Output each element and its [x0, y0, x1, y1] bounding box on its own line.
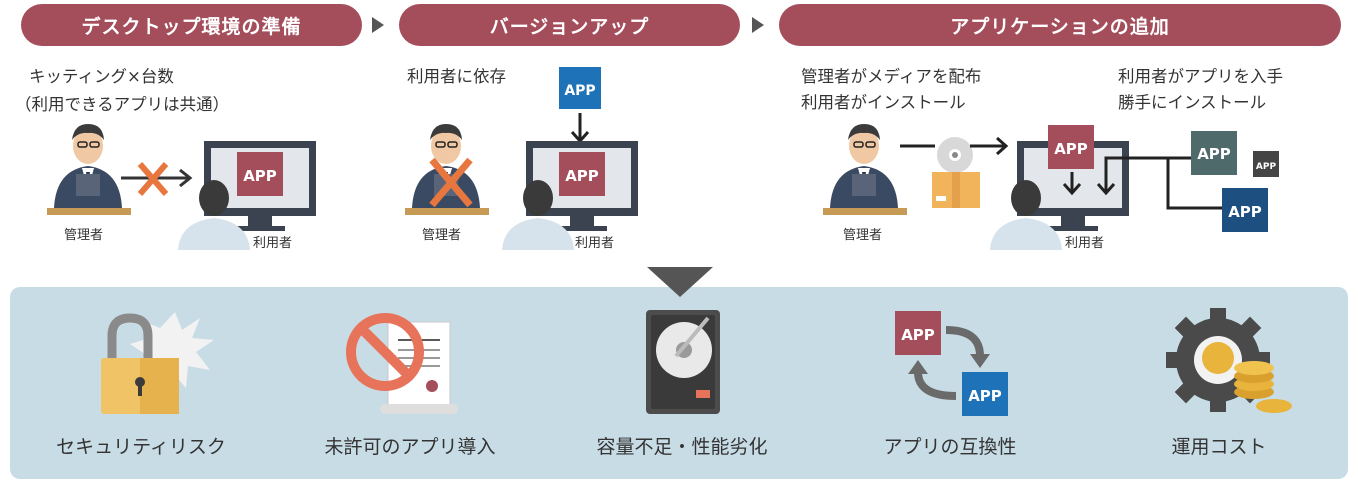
section1-description-line1: キッティング×台数 [29, 67, 174, 86]
section1-user-caption: 利用者 [253, 236, 293, 251]
admin-person-icon [405, 124, 489, 215]
down-arrow-icon [647, 267, 713, 297]
user-person-icon [178, 180, 250, 250]
cd-media-icon [937, 137, 973, 173]
risk-label-operating-cost: 運用コスト [1171, 436, 1267, 458]
admin-person-icon [823, 124, 907, 215]
svg-text:APP: APP [1228, 203, 1262, 221]
section2-admin-caption: 管理者 [422, 228, 462, 243]
phase-header-app-addition: アプリケーションの追加 [779, 4, 1341, 46]
chevron-right-icon [372, 17, 384, 33]
svg-text:APP: APP [565, 167, 599, 185]
phase-header-version-up: バージョンアップ [399, 4, 740, 46]
admin-person-icon [47, 124, 131, 215]
section3-right-line2: 勝手にインストール [1118, 93, 1267, 112]
section1-admin-caption: 管理者 [64, 228, 104, 243]
svg-text:APP: APP [1256, 162, 1277, 172]
section2-description: 利用者に依存 [407, 67, 506, 86]
user-person-icon [990, 180, 1062, 250]
svg-text:APP: APP [1054, 140, 1088, 158]
risk-label-storage-performance: 容量不足・性能劣化 [596, 436, 768, 458]
risk-label-security: セキュリティリスク [56, 436, 226, 458]
monitor-icon: APP [204, 141, 316, 231]
section3-left-line2: 利用者がインストール [801, 93, 966, 112]
section3-user-caption: 利用者 [1065, 236, 1105, 251]
svg-text:APP: APP [243, 167, 277, 185]
section1-description-line2: （利用できるアプリは共通） [15, 95, 230, 114]
phase-header-desktop-setup: デスクトップ環境の準備 [21, 4, 362, 46]
section2-user-caption: 利用者 [575, 236, 615, 251]
monitor-icon [1017, 141, 1129, 231]
package-box-icon [932, 172, 980, 208]
risk-label-app-compatibility: アプリの互換性 [883, 436, 1017, 458]
cross-icon [137, 162, 169, 196]
section3-admin-caption: 管理者 [843, 228, 883, 243]
svg-text:APP: APP [1197, 145, 1231, 163]
section3-left-line1: 管理者がメディアを配布 [801, 67, 982, 86]
svg-text:APP: APP [564, 83, 595, 99]
cross-icon [429, 157, 473, 208]
risk-label-unauthorized-app: 未許可のアプリ導入 [324, 436, 496, 458]
section3-right-line1: 利用者がアプリを入手 [1118, 67, 1283, 86]
user-person-icon [502, 180, 574, 250]
chevron-right-icon [752, 17, 764, 33]
monitor-icon: APP [526, 141, 638, 231]
